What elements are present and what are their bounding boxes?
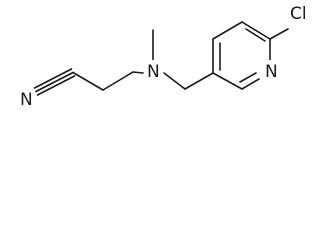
molecule-structure: N N N Cl: [18, 3, 318, 110]
bonds: [33, 21, 289, 96]
bond-ch2-amine: [132, 71, 144, 74]
bond-ch2-2: [102, 71, 134, 91]
nitrile-n-mask: [18, 88, 34, 108]
nitrile-triple-bond-3: [36, 75, 76, 96]
bond-c-cl: [269, 28, 289, 40]
ring-bond-n-c2: [241, 78, 260, 90]
amine-n-mask: [144, 60, 162, 80]
ring-bond-c5-c6: [241, 21, 271, 40]
bond-ch2-1: [72, 71, 104, 91]
nitrile-nitrogen: N: [20, 90, 33, 110]
ring-bond-c2-c3: [212, 72, 243, 90]
atom-labels: N N N Cl: [18, 3, 318, 110]
ring-bond-c4-c5: [212, 21, 243, 40]
pyridine-n-mask: [262, 60, 280, 80]
amine-nitrogen: N: [147, 62, 160, 82]
nitrile-triple-bond-1: [35, 71, 74, 93]
nitrile-triple-bond-2: [33, 68, 73, 89]
bond-ch2-ring: [184, 72, 214, 90]
ring-double-bond-3: [239, 72, 257, 83]
chlorine-atom: Cl: [290, 4, 307, 24]
ring-double-bond-2: [245, 28, 266, 42]
pyridine-nitrogen: N: [265, 62, 278, 82]
bond-amine-ch2: [163, 72, 186, 90]
chlorine-mask: [288, 3, 318, 23]
